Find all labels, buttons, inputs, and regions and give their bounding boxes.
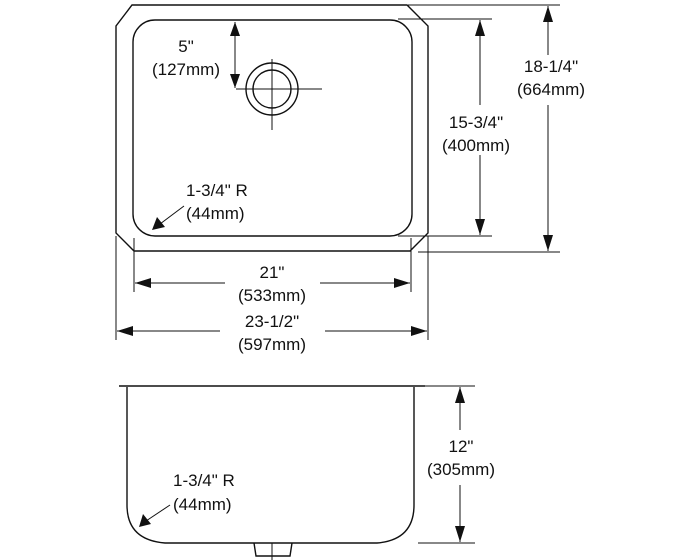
top-corner-radius-imperial-label: 1-3/4" R [186,181,248,200]
bowl-width-imperial-label: 21" [260,263,285,282]
overall-width-metric-label: (597mm) [238,335,306,354]
overall-front-to-back-metric-label: (664mm) [517,80,585,99]
top-view: 5" (127mm) 15-3/4" (400mm) 18-1/4" (664m… [115,4,585,354]
drain-symbol [236,59,322,130]
side-corner-radius-metric-label: (44mm) [173,495,232,514]
top-corner-radius-callout: 1-3/4" R (44mm) [152,181,248,230]
drain-offset-dimension: 5" (127mm) [152,22,240,88]
bowl-width-dimension: 21" (533mm) [133,238,412,305]
sink-bowl-outline [132,19,413,237]
overall-width-imperial-label: 23-1/2" [245,312,299,331]
drain-offset-imperial-label: 5" [178,37,194,56]
overall-front-to-back-imperial-label: 18-1/4" [524,57,578,76]
side-corner-radius-callout: 1-3/4" R (44mm) [139,471,235,527]
drain-outlet-stub [253,542,293,557]
bowl-front-to-back-metric-label: (400mm) [442,136,510,155]
arrowhead-down [230,74,240,88]
bowl-depth-dimension: 12" (305mm) [418,385,495,544]
sink-bowl-profile [126,387,415,544]
sink-outer-flange [115,4,429,252]
drain-offset-metric-label: (127mm) [152,60,220,79]
bowl-width-metric-label: (533mm) [238,286,306,305]
side-corner-radius-imperial-label: 1-3/4" R [173,471,235,490]
arrowhead-up [230,22,240,36]
bowl-depth-imperial-label: 12" [449,437,474,456]
side-view: 12" (305mm) 1-3/4" R (44mm) [119,385,495,560]
top-corner-radius-metric-label: (44mm) [186,204,245,223]
overall-width-dimension: 23-1/2" (597mm) [115,236,429,354]
bowl-depth-metric-label: (305mm) [427,460,495,479]
bowl-front-to-back-dimension: 15-3/4" (400mm) [398,18,510,237]
bowl-front-to-back-imperial-label: 15-3/4" [449,113,503,132]
overall-front-to-back-dimension: 18-1/4" (664mm) [408,4,585,253]
